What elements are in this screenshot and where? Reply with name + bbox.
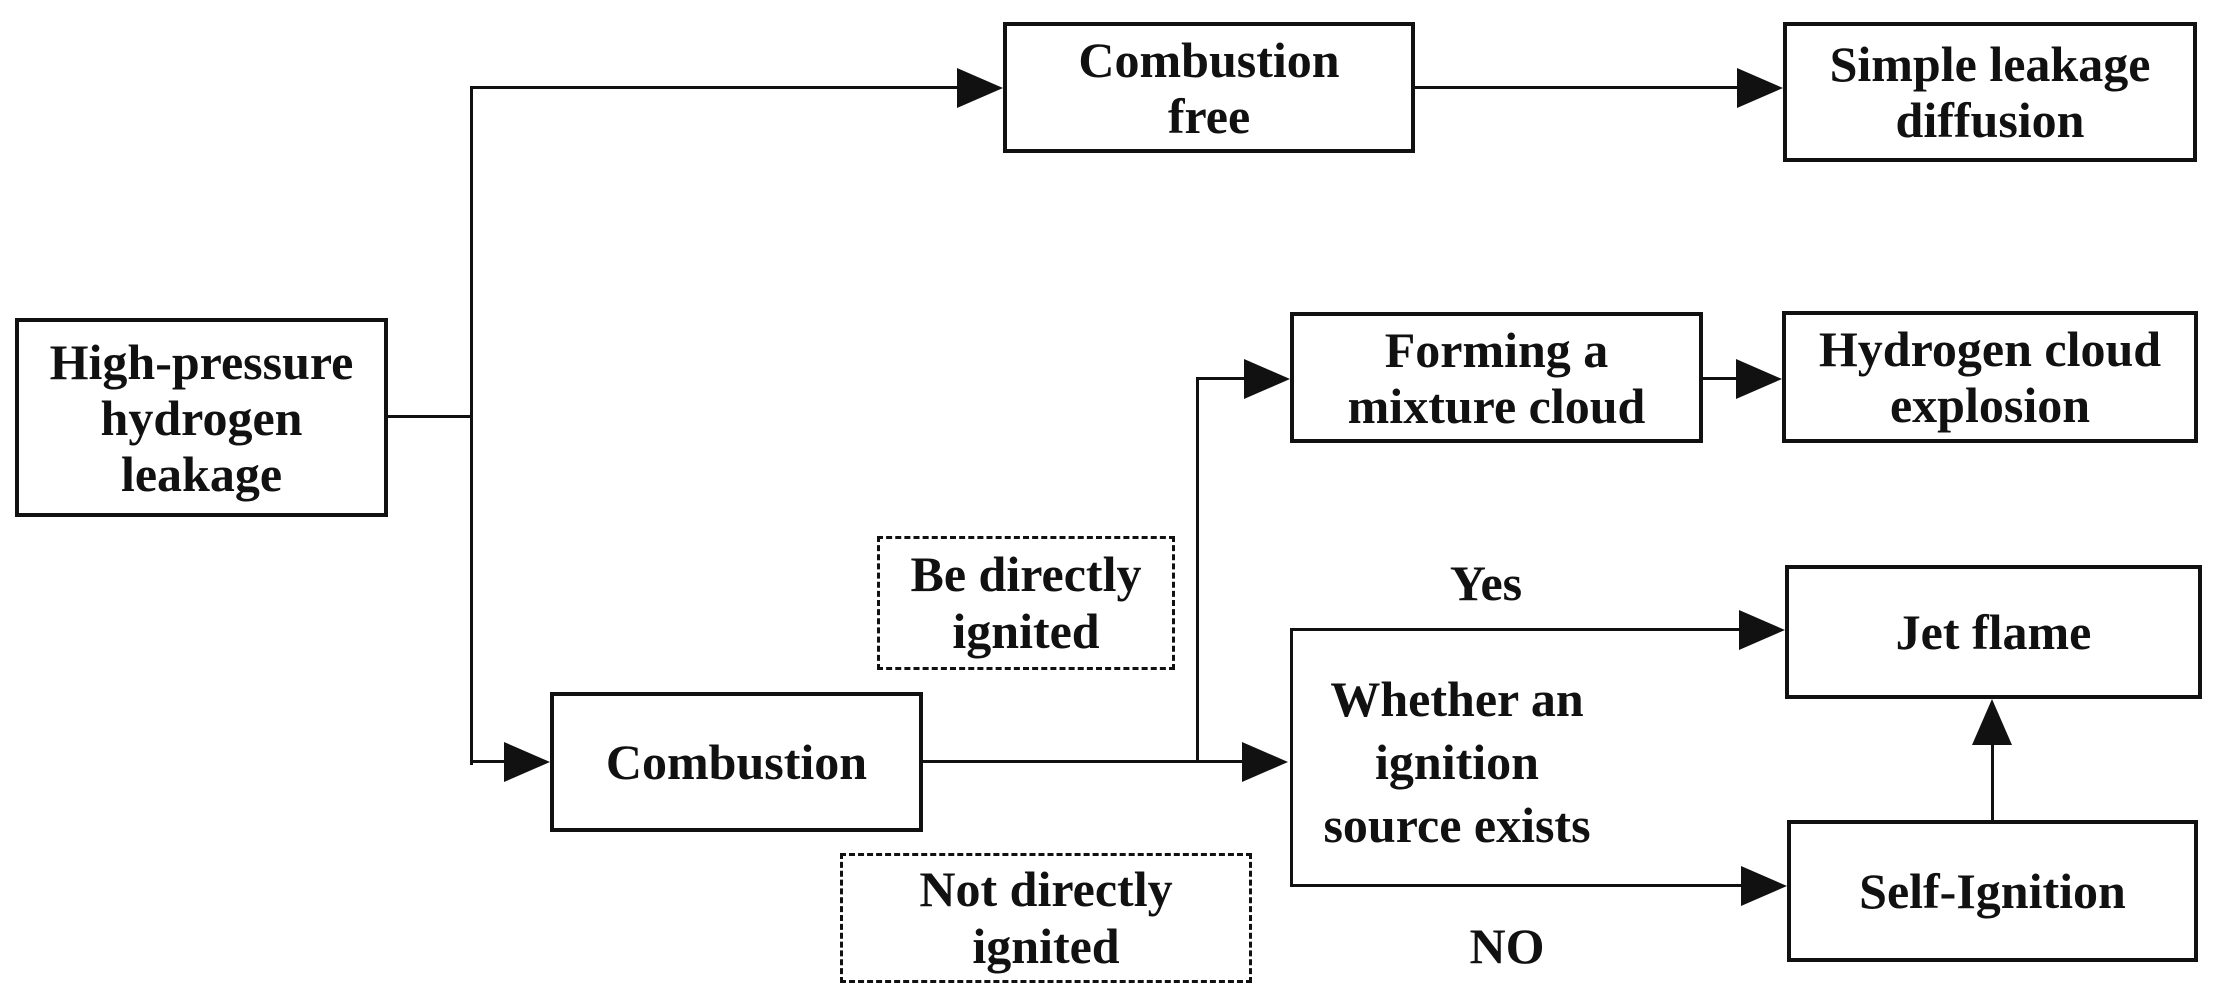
node-combustion: Combustion	[550, 692, 923, 832]
arrowhead-into-explosion-icon	[1736, 359, 1782, 399]
connector-to-combustion-free	[470, 86, 958, 89]
condition-box-not-directly-ignited: Not directly ignited	[840, 853, 1252, 983]
condition-label: Be directly ignited	[910, 546, 1142, 659]
arrowhead-up-into-jet-flame-icon	[1972, 699, 2012, 745]
node-combustion-free: Combustion free	[1003, 22, 1415, 153]
connector-yes-to-jet-flame	[1290, 628, 1741, 631]
connector-decision-bracket-vertical	[1290, 628, 1293, 887]
connector-to-mixture-cloud	[1196, 377, 1246, 380]
node-label: Simple leakage diffusion	[1829, 36, 2151, 148]
connector-combustion-out	[923, 760, 1244, 763]
condition-label: Not directly ignited	[919, 861, 1173, 974]
node-label: Hydrogen cloud explosion	[1818, 321, 2162, 433]
condition-box-be-directly-ignited: Be directly ignited	[877, 536, 1175, 670]
arrowhead-into-jet-flame-icon	[1739, 610, 1785, 650]
connector-cloud-to-explosion	[1703, 377, 1738, 380]
node-label: Forming a mixture cloud	[1347, 321, 1646, 434]
arrowhead-into-combustion-free-icon	[957, 68, 1003, 108]
node-jet-flame: Jet flame	[1785, 565, 2202, 699]
connector-direct-ignition-vertical	[1196, 377, 1199, 763]
connector-self-ignition-to-jet-flame	[1991, 744, 1994, 820]
node-label: High-pressure hydrogen leakage	[49, 333, 354, 502]
node-simple-leakage-diffusion: Simple leakage diffusion	[1783, 22, 2197, 162]
node-label: Combustion free	[1078, 31, 1340, 144]
node-hydrogen-cloud-explosion: Hydrogen cloud explosion	[1782, 311, 2198, 443]
label-no: NO	[1469, 918, 1545, 974]
node-label: Jet flame	[1895, 604, 2092, 660]
connector-free-to-diffusion	[1415, 86, 1739, 89]
node-label: Combustion	[605, 734, 868, 790]
arrowhead-into-decision-icon	[1242, 742, 1288, 782]
node-self-ignition: Self-Ignition	[1787, 820, 2198, 962]
connector-to-combustion	[470, 760, 506, 763]
label-yes: Yes	[1449, 555, 1523, 611]
arrowhead-into-mixture-cloud-icon	[1244, 359, 1290, 399]
arrowhead-into-combustion-icon	[504, 742, 550, 782]
connector-no-to-self-ignition	[1290, 884, 1743, 887]
label-ignition-source-question: Whether an ignition source exists	[1323, 671, 1591, 853]
node-high-pressure-leakage: High-pressure hydrogen leakage	[15, 318, 388, 517]
node-forming-mixture-cloud: Forming a mixture cloud	[1290, 312, 1703, 443]
arrowhead-into-self-ignition-icon	[1741, 866, 1787, 906]
arrowhead-into-simple-leakage-icon	[1737, 68, 1783, 108]
connector-root-stub	[388, 415, 473, 418]
node-label: Self-Ignition	[1859, 863, 2126, 919]
connector-root-branch-vertical	[470, 86, 473, 765]
